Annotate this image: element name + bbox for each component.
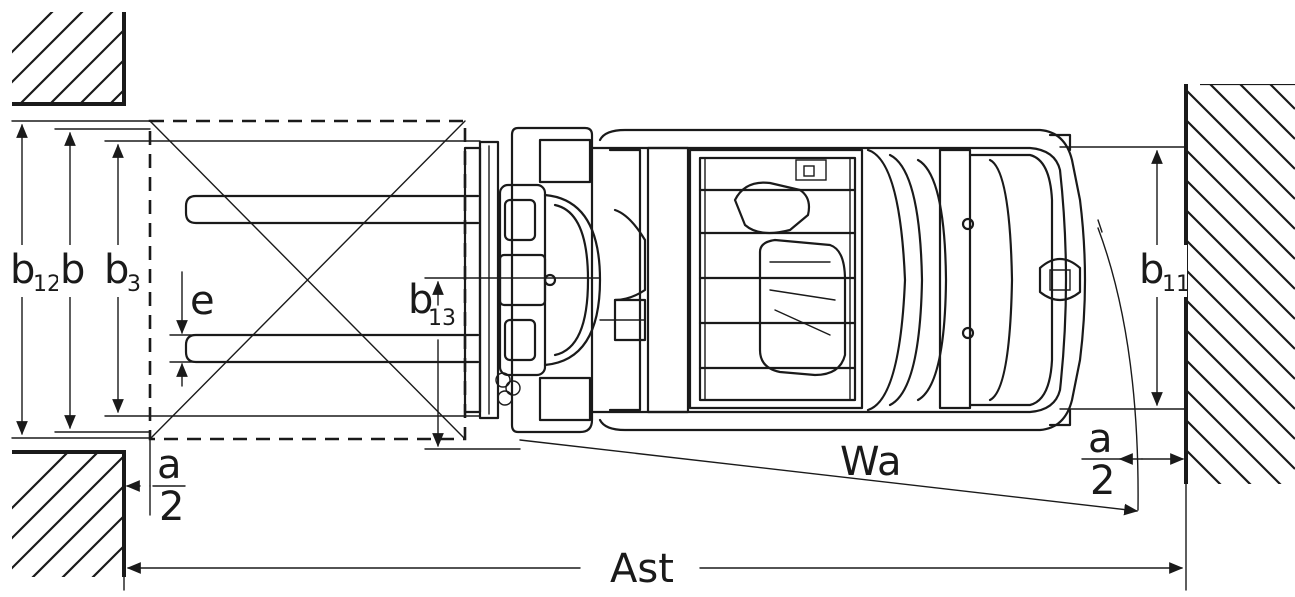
dimension-b: b: [58, 131, 85, 430]
label-a-right-denominator: 2: [1090, 458, 1115, 504]
label-b12-subscript: 12: [33, 272, 61, 297]
dimension-e: e: [169, 271, 215, 387]
dimension-wa: Wa: [519, 219, 1139, 516]
extension-lines: [11, 120, 1187, 591]
wall-bottom-left: [12, 450, 126, 577]
label-b11: b: [1139, 247, 1164, 293]
label-wa: Wa: [840, 439, 902, 485]
label-a-left-denominator: 2: [159, 484, 184, 530]
label-b3-subscript: 3: [127, 272, 141, 297]
wall-right: [1184, 84, 1295, 484]
dimension-a-half-right: a 2: [1081, 416, 1185, 504]
label-a-left-numerator: a: [157, 442, 182, 488]
label-e: e: [190, 278, 215, 324]
dimension-b3: b 3: [102, 143, 146, 414]
dimension-a-half-left: a 2: [125, 442, 186, 530]
forklift: [463, 126, 1087, 434]
dimension-b11: b 11: [1137, 149, 1190, 407]
dimension-b12: b 12: [8, 123, 61, 436]
label-b3: b: [104, 247, 129, 293]
label-ast: Ast: [610, 546, 674, 592]
dimension-b13: b 13: [408, 277, 456, 448]
label-b13: b: [408, 277, 433, 323]
label-b: b: [60, 247, 85, 293]
label-b12: b: [10, 247, 35, 293]
label-b11-subscript: 11: [1162, 272, 1190, 297]
forks: [184, 194, 480, 364]
label-a-right-numerator: a: [1088, 416, 1113, 462]
dimension-ast: Ast: [126, 546, 1184, 592]
wall-top-left: [12, 12, 126, 106]
label-b13-subscript: 13: [428, 306, 456, 331]
